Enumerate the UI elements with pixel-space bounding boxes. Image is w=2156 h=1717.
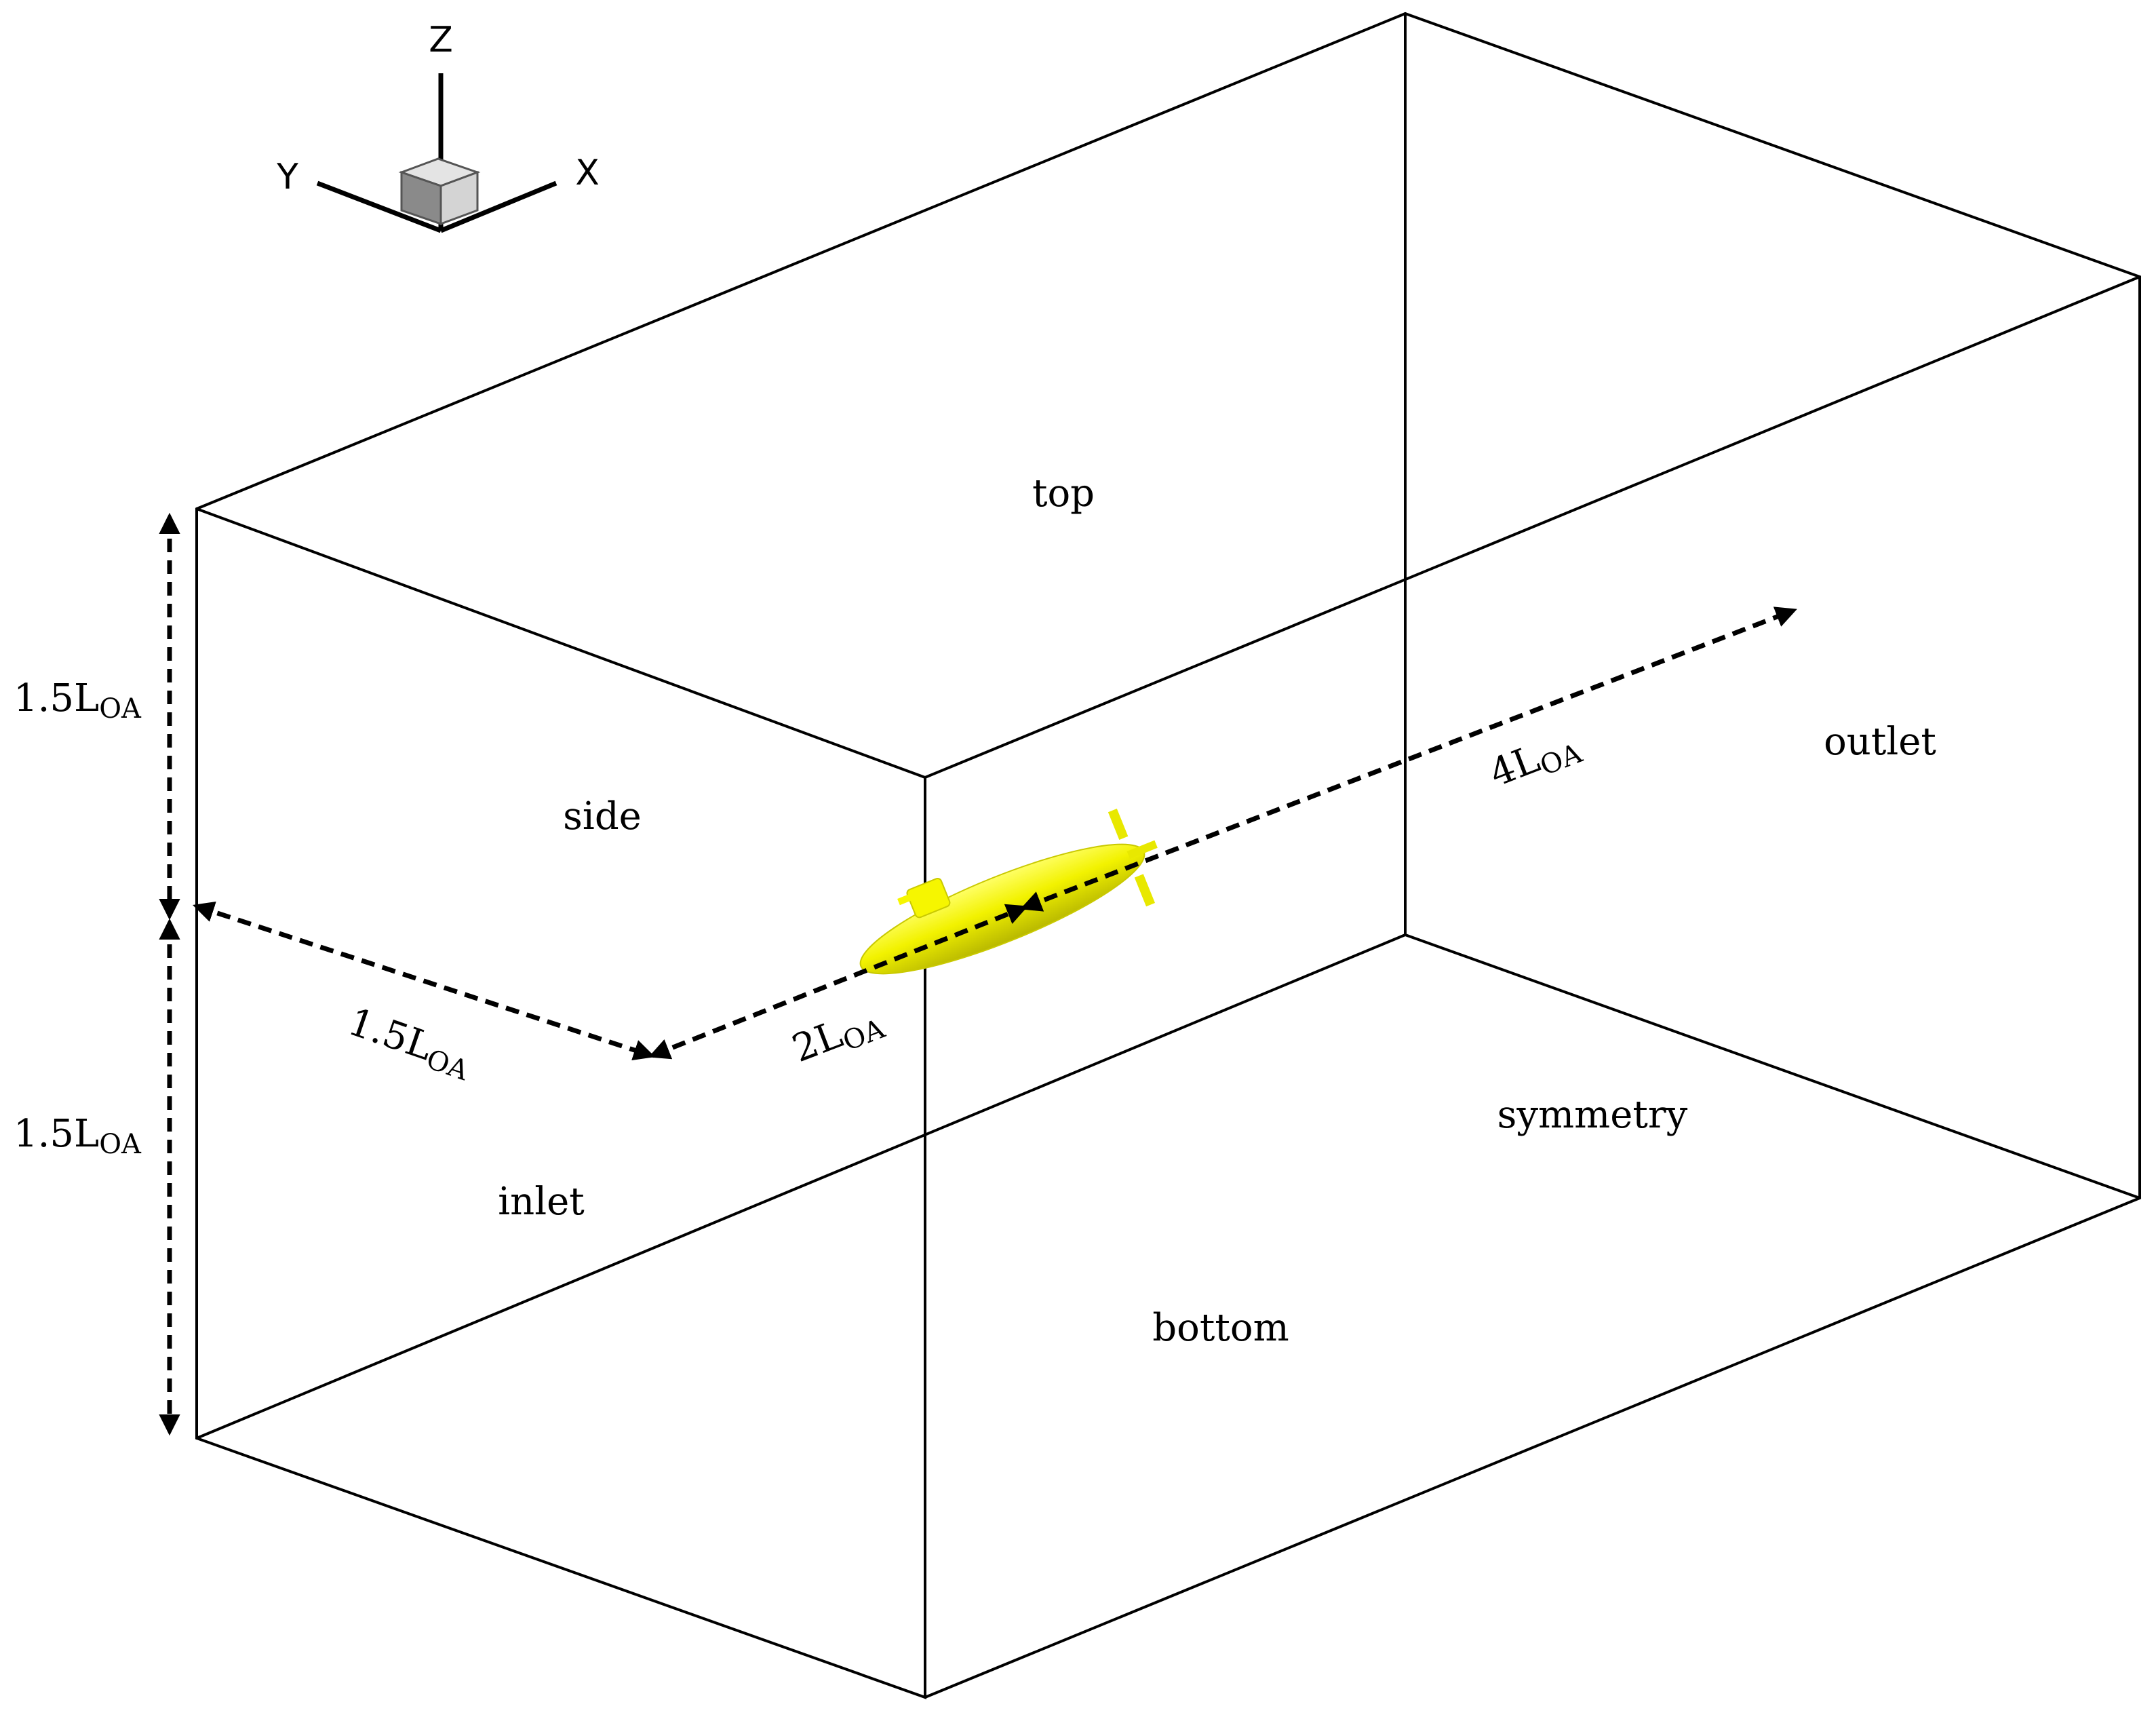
edge-hidden-bottom-left [195,933,1407,1440]
face-label-outlet: outlet [1824,720,1936,764]
dim-label-downstream-main: 4L [1484,737,1546,796]
downstream-arrow [1020,606,1797,912]
dim-label-downstream: 4LOA [1484,722,1587,800]
dimension-arrows [159,512,1797,1436]
submarine-rudder-lower [1134,874,1156,907]
dim-label-width-main: 1.5L [342,1000,438,1070]
y-axis-label: Y [276,157,298,197]
submarine-hull [859,843,1145,975]
submarine-icon [859,808,1158,975]
y-axis-line [316,180,442,233]
triad-cube-right [439,170,479,226]
dim-label-height-upper-sub: OA [99,693,142,725]
edge-top-back [1404,12,2141,278]
dim-label-height-lower-main: 1.5L [14,1112,99,1156]
dim-label-width: 1.5LOA [341,1000,478,1087]
edge-top-right [924,275,2141,779]
face-label-bottom: bottom [1152,1306,1289,1350]
dim-label-width-sub: OA [423,1044,473,1087]
upstream-arrow [648,904,1028,1060]
axis-triad-icon: Z Y X [276,20,600,233]
edge-bottom-right [924,1197,2141,1699]
face-label-top: top [1032,471,1095,516]
submarine-rudder-upper [1108,808,1129,841]
domain-box [195,12,2141,1699]
dim-label-height-upper: 1.5LOA [14,676,142,725]
face-label-symmetry: symmetry [1497,1093,1688,1137]
edge-near-face [195,507,926,1699]
face-label-side: side [563,794,642,838]
edge-top-left [195,12,1407,510]
edge-hidden-bottom-back [1404,933,2141,1199]
face-label-inlet: inlet [498,1180,585,1224]
dimension-labels: 1.5LOA 1.5LOA 1.5LOA 2LOA 4LOA [14,676,1587,1160]
face-labels: top side outlet inlet symmetry bottom [498,471,1936,1350]
dim-label-height-lower: 1.5LOA [14,1112,142,1160]
dim-label-height-lower-sub: OA [99,1129,142,1160]
z-axis-label: Z [429,20,453,60]
submarine-sail-plane [897,891,919,906]
dim-label-upstream: 2LOA [787,997,890,1075]
x-axis-line [439,180,557,233]
dim-label-height-upper-main: 1.5L [14,676,99,720]
x-axis-label: X [575,153,600,193]
width-arrow [193,901,655,1061]
dim-label-upstream-main: 2L [787,1012,848,1071]
